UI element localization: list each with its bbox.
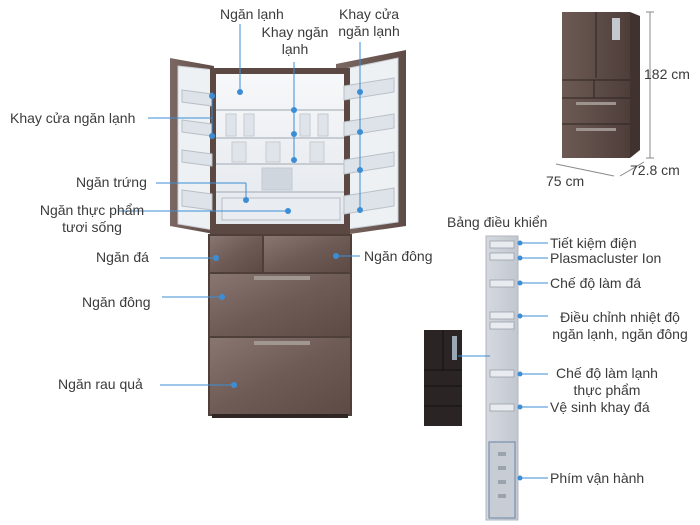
- label-khay-cua-ngan-lanh-left: Khay cửa ngăn lạnh: [10, 110, 136, 126]
- panel-label-ve-sinh-khay-da: Vệ sinh khay đá: [550, 399, 650, 415]
- panel-label-dieu-chinh-nhiet-do: Điều chỉnh nhiệt độ ngăn lạnh, ngăn đông: [544, 309, 696, 343]
- panel-label-che-do-lam-da: Chế độ làm đá: [550, 275, 642, 291]
- panel-buttons: [489, 240, 515, 412]
- label-ngan-thuc-pham: Ngăn thực phẩm tươi sống: [36, 202, 148, 236]
- label-khay-ngan-lanh-line1: Khay ngăn: [261, 24, 329, 40]
- fresh-food-tray: [221, 197, 341, 221]
- door-bins: [181, 77, 395, 215]
- label-ngan-rau-qua: Ngăn rau quả: [58, 376, 143, 392]
- label-ngan-da: Ngăn đá: [96, 249, 149, 265]
- panel-label-plasmacluster: Plasmacluster Ion: [550, 250, 662, 266]
- panel-label-dieu-chinh-line1: Điều chỉnh nhiệt độ: [560, 309, 680, 325]
- shelves: [216, 109, 344, 193]
- vegetable-drawer: [210, 338, 350, 414]
- label-khay-cua-ngan-lanh-top: Khay cửa ngăn lạnh: [330, 6, 408, 40]
- panel-label-che-do-lam-lanh: Chế độ làm lạnh thực phẩm: [544, 365, 670, 399]
- panel-title: Bảng điều khiển: [447, 214, 548, 230]
- callout-dots: [209, 89, 523, 481]
- dimension-lines: [555, 11, 654, 177]
- label-khay-ngan-lanh: Khay ngăn lạnh: [256, 24, 334, 58]
- label-ngan-dong-right: Ngăn đông: [364, 248, 433, 264]
- dim-width: 75 cm: [546, 173, 585, 189]
- callout-lines: [118, 24, 548, 479]
- closed-fridge-side: [630, 12, 640, 158]
- fridge-base: [212, 414, 348, 418]
- main-fridge: [170, 50, 406, 418]
- label-ngan-thuc-pham-line2: tươi sống: [62, 219, 122, 235]
- dim-depth: 72.8 cm: [630, 162, 680, 178]
- dim-height: 182 cm: [644, 66, 690, 82]
- freezer-drawer: [210, 274, 350, 336]
- panel-label-tiet-kiem-dien: Tiết kiệm điện: [550, 235, 637, 251]
- label-khay-cua-top-line1: Khay cửa: [339, 6, 399, 22]
- label-ngan-dong-left: Ngăn đông: [82, 294, 151, 310]
- interior-items: [225, 113, 329, 191]
- panel-label-lam-lanh-line2: thực phẩm: [573, 382, 641, 398]
- ice-drawer: [210, 236, 262, 272]
- closed-fridge-image: [562, 12, 640, 158]
- vegetable-handle: [254, 341, 310, 345]
- label-khay-cua-top-line2: ngăn lạnh: [338, 23, 400, 39]
- panel-label-dieu-chinh-line2: ngăn lạnh, ngăn đông: [552, 326, 688, 342]
- panel-label-phim-van-hanh: Phím vận hành: [550, 470, 645, 486]
- control-panel-graphic: [424, 235, 519, 521]
- label-khay-ngan-lanh-line2: lạnh: [281, 41, 309, 57]
- label-ngan-trung: Ngăn trứng: [76, 174, 147, 190]
- label-ngan-lanh: Ngăn lạnh: [220, 6, 284, 22]
- freezer-handle: [254, 276, 310, 280]
- panel-label-lam-lanh-line1: Chế độ làm lạnh: [556, 365, 658, 381]
- label-ngan-thuc-pham-line1: Ngăn thực phẩm: [39, 202, 145, 218]
